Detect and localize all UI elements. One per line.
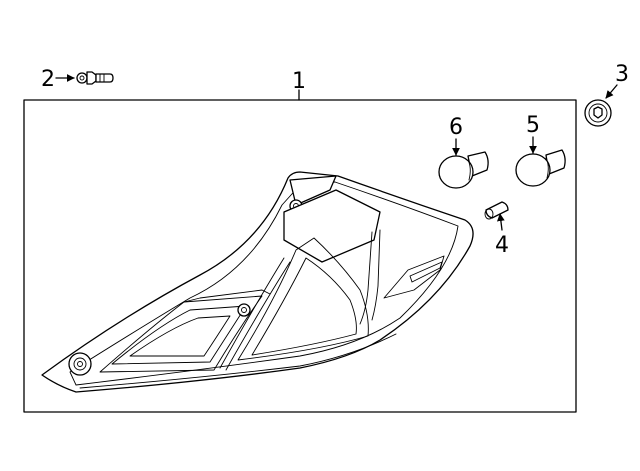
- small-bulb-part-4: [484, 201, 509, 220]
- callout-1[interactable]: 1: [292, 69, 306, 101]
- callout-3-arrow: [605, 84, 618, 99]
- callout-4-arrow: [497, 213, 505, 231]
- screw-part-2: [76, 71, 114, 85]
- tail-lamp-assembly: [41, 171, 474, 393]
- nut-part-3: [584, 99, 612, 127]
- callout-3-label: 3: [615, 62, 629, 87]
- callout-2-label: 2: [41, 67, 55, 92]
- callout-5[interactable]: 5: [526, 113, 540, 154]
- bulb-part-5: [515, 149, 566, 187]
- callout-5-label: 5: [526, 113, 540, 138]
- assembly-frame: [23, 99, 577, 413]
- callout-1-label: 1: [292, 69, 306, 94]
- callout-4-label: 4: [495, 233, 509, 258]
- callout-3[interactable]: 3: [605, 62, 629, 99]
- callout-4[interactable]: 4: [495, 213, 509, 258]
- bulb-part-6: [438, 151, 489, 189]
- callout-6-label: 6: [449, 115, 463, 140]
- callout-6[interactable]: 6: [449, 115, 463, 156]
- callout-2[interactable]: 2: [41, 67, 75, 92]
